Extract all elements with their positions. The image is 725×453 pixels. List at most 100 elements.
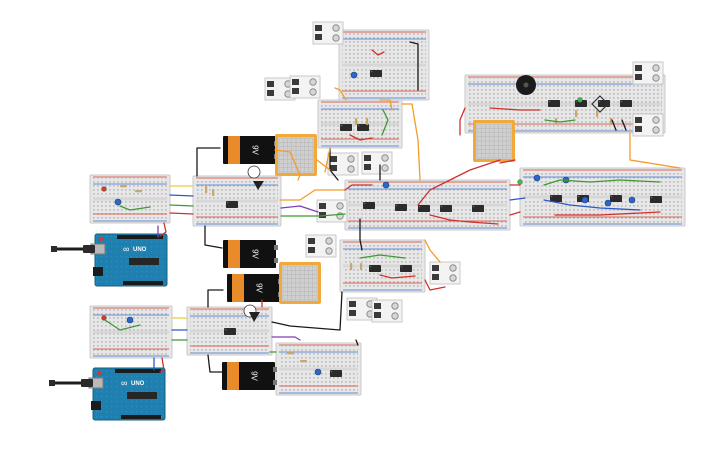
- jumper-wire[interactable]: [334, 87, 347, 101]
- ic-chip[interactable]: [440, 205, 452, 212]
- jumper-wire[interactable]: [379, 274, 416, 279]
- ic-body[interactable]: [400, 265, 412, 272]
- resistor[interactable]: [366, 118, 369, 125]
- power-jack[interactable]: [91, 401, 101, 410]
- ic-chip[interactable]: [369, 265, 381, 272]
- power-module-knob[interactable]: [652, 116, 660, 124]
- jumper-wire[interactable]: [169, 212, 194, 215]
- jumper-wire[interactable]: [544, 119, 576, 123]
- ic-chip[interactable]: [472, 205, 484, 212]
- ic-chip[interactable]: [610, 195, 622, 202]
- breadboard[interactable]: [339, 239, 426, 293]
- power-module-knob[interactable]: [381, 154, 389, 162]
- power-module-knob[interactable]: [652, 64, 660, 72]
- power-module[interactable]: [264, 77, 296, 101]
- ic-body[interactable]: [370, 70, 382, 77]
- ic-chip[interactable]: [226, 201, 238, 208]
- power-module-knob[interactable]: [309, 88, 317, 96]
- battery-9v[interactable]: 9V: [223, 136, 278, 164]
- ic-body[interactable]: [440, 205, 452, 212]
- transistor[interactable]: [249, 312, 260, 322]
- ic-body[interactable]: [418, 205, 430, 212]
- power-module-knob[interactable]: [347, 155, 355, 163]
- power-jack[interactable]: [93, 267, 103, 276]
- ic-body[interactable]: [610, 195, 622, 202]
- power-module-knob[interactable]: [336, 202, 344, 210]
- power-module-knob[interactable]: [332, 34, 340, 42]
- ic-chip[interactable]: [340, 124, 352, 131]
- jumper-wire[interactable]: [381, 109, 389, 136]
- resistor[interactable]: [120, 185, 127, 188]
- jumper-wire[interactable]: [159, 357, 165, 373]
- power-module-knob[interactable]: [391, 312, 399, 320]
- resistor[interactable]: [212, 189, 215, 196]
- push-button[interactable]: [350, 71, 358, 79]
- usb-cable[interactable]: [51, 245, 95, 253]
- usb-cable-plug[interactable]: [81, 379, 93, 387]
- push-button[interactable]: [533, 174, 541, 182]
- ic-body[interactable]: [472, 205, 484, 212]
- breadboard[interactable]: [338, 29, 430, 101]
- resistor[interactable]: [135, 190, 142, 193]
- power-module-knob[interactable]: [347, 165, 355, 173]
- jumper-wire[interactable]: [459, 107, 466, 136]
- jumper-wire[interactable]: [509, 211, 521, 216]
- transistor[interactable]: [253, 181, 264, 190]
- keypad-matrix[interactable]: [279, 262, 321, 304]
- power-module-knob[interactable]: [325, 237, 333, 245]
- jumper-wire[interactable]: [429, 214, 499, 225]
- jumper-wire[interactable]: [279, 189, 346, 201]
- led[interactable]: [101, 186, 107, 192]
- jumper-wire[interactable]: [424, 239, 441, 263]
- power-module-knob[interactable]: [652, 126, 660, 134]
- ic-chip[interactable]: [575, 100, 587, 107]
- potentiometer[interactable]: [247, 165, 261, 179]
- power-module[interactable]: [327, 152, 359, 176]
- power-module-knob[interactable]: [449, 274, 457, 282]
- jumper-wire[interactable]: [543, 199, 641, 211]
- power-module-knob[interactable]: [332, 24, 340, 32]
- jumper-wire[interactable]: [359, 254, 406, 259]
- resistor[interactable]: [360, 263, 363, 270]
- jumper-wire[interactable]: [159, 222, 167, 237]
- ic-body[interactable]: [650, 196, 662, 203]
- breadboard[interactable]: [89, 174, 171, 224]
- reset-button[interactable]: [98, 236, 104, 242]
- ic-chip[interactable]: [548, 100, 560, 107]
- ic-body[interactable]: [363, 202, 375, 209]
- jumper-wire[interactable]: [409, 41, 419, 91]
- jumper-wire[interactable]: [359, 218, 363, 251]
- resistor[interactable]: [596, 110, 599, 117]
- power-module[interactable]: [371, 299, 403, 323]
- ic-body[interactable]: [369, 265, 381, 272]
- jumper-wire[interactable]: [119, 205, 151, 211]
- battery-9v[interactable]: 9V: [227, 274, 282, 302]
- keypad-matrix[interactable]: [473, 120, 515, 162]
- resistor[interactable]: [287, 352, 294, 355]
- resistor[interactable]: [350, 263, 353, 270]
- jumper-wire[interactable]: [169, 194, 194, 197]
- power-module[interactable]: [632, 61, 664, 85]
- reset-button[interactable]: [96, 370, 102, 376]
- push-button[interactable]: [581, 196, 589, 204]
- ic-body[interactable]: [340, 124, 352, 131]
- jumper-wire[interactable]: [274, 149, 301, 181]
- jumper-wire[interactable]: [424, 279, 446, 291]
- battery-9v[interactable]: 9V: [222, 362, 277, 390]
- ic-chip[interactable]: [400, 265, 412, 272]
- usb-cable-plug[interactable]: [83, 245, 95, 253]
- power-module[interactable]: [361, 151, 393, 175]
- push-button[interactable]: [382, 181, 390, 189]
- ic-body[interactable]: [226, 201, 238, 208]
- ic-chip[interactable]: [357, 124, 369, 131]
- power-module[interactable]: [632, 113, 664, 137]
- jumper-wire[interactable]: [280, 213, 346, 217]
- led[interactable]: [577, 97, 583, 103]
- ic-body[interactable]: [395, 204, 407, 211]
- ic-chip[interactable]: [330, 370, 342, 377]
- power-module[interactable]: [305, 234, 337, 258]
- power-module[interactable]: [289, 75, 321, 99]
- ic-body[interactable]: [620, 100, 632, 107]
- jumper-wire[interactable]: [271, 336, 301, 341]
